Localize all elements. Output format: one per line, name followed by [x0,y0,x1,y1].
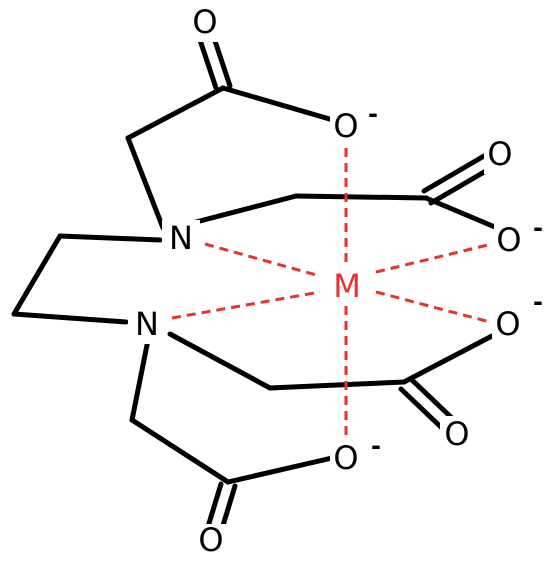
charge-carboxylate-top: - [368,100,378,128]
coordination-bonds [171,148,493,438]
bond-bridge-ch2-ch2 [11,233,63,317]
bond-c-o-top-single [220,85,336,123]
nitrogen-atom-top: N [169,219,193,257]
oxygen-atom-carbonyl-lower-right: O [444,415,469,453]
coord-bond-o-lower-right [375,290,491,324]
bond-c-o-lower-right-double-a [398,386,447,433]
oxygen-atom-carbonyl-upper-right: O [487,135,512,173]
oxygen-atom-carbonyl-bottom: O [198,521,223,559]
bond-n1-bridge [57,233,163,243]
bond-n2-ch2-bottom [129,337,151,423]
bond-ch2-c-bottom [129,417,231,485]
charge-carboxylate-bottom: - [371,432,381,460]
bond-skeleton [11,35,505,535]
bond-c-o-top-double-a [197,37,219,91]
bond-n1-ch2-upper-right [193,193,299,225]
metal-atom: M [333,267,361,305]
coord-bond-n2 [171,290,321,320]
bond-c-o-bottom-double-a [204,481,224,533]
bond-c-o-lower-right-double-b [408,376,457,423]
bond-c-o-upper-right-double-b [428,165,494,206]
oxygen-atom-carbonyl-top: O [192,3,217,41]
bond-n1-ch2-top [125,135,166,231]
bond-bridge-n2 [11,311,129,325]
bond-c-o-bottom-single [225,455,335,485]
oxygen-atom-carboxylate-lower-right: O [495,305,520,343]
bond-ch2-c-lower-right [267,379,407,391]
bond-c-o-upper-right-double-a [421,153,487,194]
charge-carboxylate-lower-right: - [533,288,543,316]
bond-ch2-c-upper-right [293,193,429,201]
bond-ch2-c-top [125,85,226,141]
coord-bond-o-upper-right [375,242,493,274]
oxygen-atom-carboxylate-bottom: O [333,439,358,477]
bond-n2-ch2-lower-right [167,331,273,391]
bond-c-o-lower-right-single [401,333,495,385]
charge-carboxylate-upper-right: - [533,214,543,242]
bond-c-o-top-double-b [211,35,233,89]
nitrogen-atom-bottom: N [135,305,159,343]
bond-c-o-upper-right-single [423,195,505,233]
oxygen-atom-carboxylate-upper-right: O [496,221,521,259]
coord-bond-n1 [204,242,321,278]
oxygen-atom-carboxylate-top: O [333,107,358,145]
atom-labels: M N N O O - O O - O - O O - O [128,3,543,560]
